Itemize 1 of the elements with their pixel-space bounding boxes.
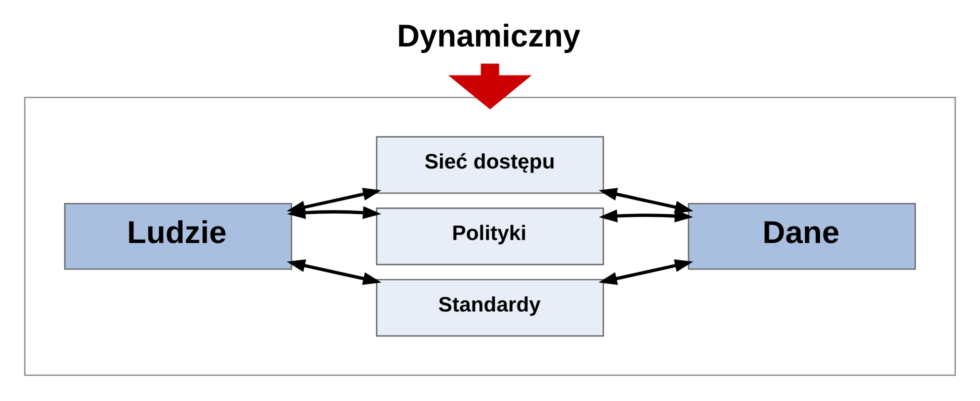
node-text: Dynamiczny — [396, 18, 580, 54]
